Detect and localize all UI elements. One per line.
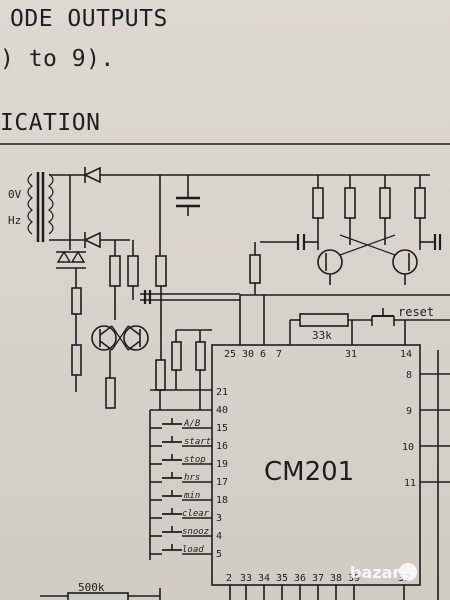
reset-label: reset bbox=[398, 305, 434, 319]
pin-30: 30 bbox=[242, 349, 254, 360]
pin-34: 34 bbox=[258, 573, 270, 584]
header-line-2: ) to 9). bbox=[0, 46, 115, 72]
switch-hrs-label: hrs bbox=[184, 473, 200, 483]
switch-ab-label: A/B bbox=[183, 419, 201, 429]
chip-name: CM201 bbox=[264, 457, 354, 487]
watermark-text: bazar bbox=[350, 563, 400, 582]
pin-2: 2 bbox=[226, 573, 232, 584]
transformer-voltage-label: 0V bbox=[8, 188, 22, 201]
pin-3: 3 bbox=[216, 513, 222, 524]
pin-38: 38 bbox=[330, 573, 342, 584]
resistor-500k: 500k bbox=[40, 581, 161, 600]
switch-clear-label: clear bbox=[182, 509, 210, 519]
switch-snooz-label: snooz bbox=[182, 527, 209, 537]
pin-31: 31 bbox=[345, 349, 357, 360]
pin-37: 37 bbox=[312, 573, 324, 584]
pin-25: 25 bbox=[224, 349, 236, 360]
pin-40: 40 bbox=[216, 405, 228, 416]
pin-6: 6 bbox=[260, 349, 266, 360]
left-pins: 21 40 15 16 19 17 18 3 4 5 bbox=[216, 387, 228, 560]
pin-8: 8 bbox=[406, 370, 412, 381]
pin-7: 7 bbox=[276, 349, 282, 360]
watermark-logo-icon bbox=[399, 563, 417, 581]
pin-39: 39 bbox=[348, 573, 360, 584]
pin-17: 17 bbox=[216, 477, 228, 488]
multivibrator bbox=[239, 175, 450, 345]
resistor-500k-label: 500k bbox=[78, 581, 105, 594]
rectifier bbox=[49, 166, 430, 392]
resistor-33k bbox=[299, 313, 349, 327]
rectifier-diode-2 bbox=[83, 231, 101, 249]
resistor bbox=[71, 287, 82, 315]
resistor-33k-label: 33k bbox=[312, 329, 332, 342]
switch-start-label: start bbox=[184, 437, 211, 447]
right-pins: 8 9 10 11 bbox=[402, 350, 450, 600]
pin-10: 10 bbox=[402, 442, 414, 453]
transformer-frequency-label: Hz bbox=[8, 214, 21, 227]
header-line-1: ODE OUTPUTS bbox=[10, 6, 168, 32]
cm201-chip bbox=[211, 344, 421, 586]
pin-14: 14 bbox=[400, 349, 412, 360]
pin-33: 33 bbox=[240, 573, 252, 584]
pin-15: 15 bbox=[216, 423, 228, 434]
pin-35: 35 bbox=[276, 573, 288, 584]
pin-18: 18 bbox=[216, 495, 228, 506]
pin-5: 5 bbox=[216, 549, 222, 560]
pin-16: 16 bbox=[216, 441, 228, 452]
pin-4: 4 bbox=[216, 531, 222, 542]
rectifier-diode-1 bbox=[83, 166, 101, 184]
zener-diode bbox=[56, 250, 72, 263]
switch-min-label: min bbox=[183, 491, 200, 501]
switch-load-label: load bbox=[182, 545, 204, 555]
transformer: 0V Hz bbox=[8, 172, 54, 242]
pin-21: 21 bbox=[216, 387, 228, 398]
section-title: ICATION bbox=[0, 110, 101, 136]
resistor bbox=[71, 344, 82, 376]
pin-9: 9 bbox=[406, 406, 412, 417]
pin-19: 19 bbox=[216, 459, 228, 470]
pin-36: 36 bbox=[294, 573, 306, 584]
switch-stop-label: stop bbox=[184, 455, 206, 465]
switch-bank: A/B start stop hrs min cl bbox=[149, 329, 212, 560]
transistor-pair bbox=[91, 325, 149, 351]
bias-resistors bbox=[105, 240, 240, 410]
filter-capacitor bbox=[159, 175, 200, 255]
pin-11: 11 bbox=[404, 478, 416, 489]
reset-circuit: 33k reset bbox=[289, 305, 450, 345]
